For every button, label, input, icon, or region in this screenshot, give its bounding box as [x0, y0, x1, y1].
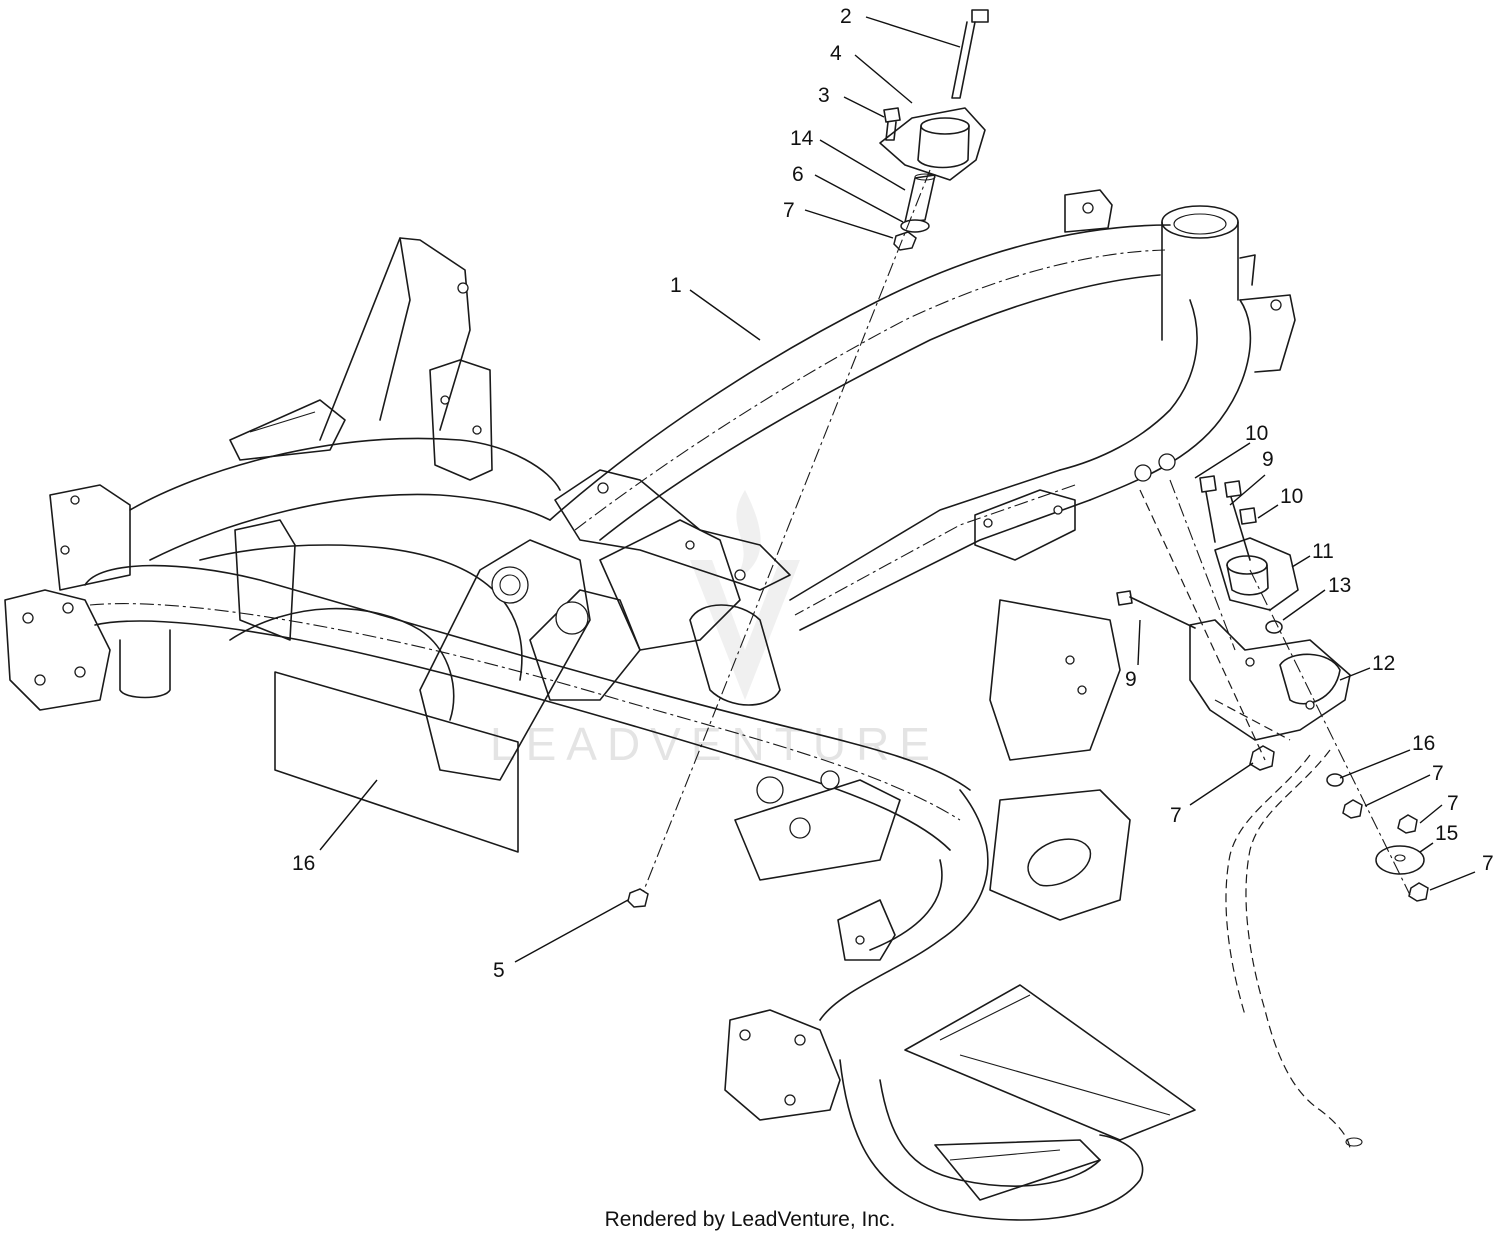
callout-4: 4: [830, 42, 842, 65]
watermark-text: LEADVENTURE: [490, 718, 940, 770]
callout-17: 16: [1412, 732, 1435, 755]
callout-7-bottom: 7: [1482, 852, 1494, 875]
watermark: LEADVENTURE: [490, 490, 940, 770]
callout-16-label: 16: [292, 852, 315, 875]
callout-7-left: 7: [1170, 804, 1182, 827]
callout-5: 5: [493, 959, 505, 982]
callouts: 2 4 3 14 6 7 1 10 9 10 11 13 9 12 16 7 7: [292, 5, 1494, 982]
callout-1: 1: [670, 274, 682, 297]
callout-2: 2: [840, 5, 852, 28]
callout-7-stack-b: 7: [1447, 792, 1459, 815]
callout-10-upper: 10: [1245, 422, 1268, 445]
callout-13: 13: [1328, 574, 1351, 597]
rear-mount-stack: [1116, 475, 1429, 1151]
footer-credit: Rendered by LeadVenture, Inc.: [604, 1208, 896, 1231]
watermark-logo: [690, 560, 800, 700]
callout-11: 11: [1312, 540, 1334, 563]
callout-6: 6: [792, 163, 804, 186]
main-frame: [4, 189, 1296, 1221]
callout-15: 15: [1435, 822, 1458, 845]
watermark-flame: [735, 490, 761, 580]
callout-3: 3: [818, 84, 830, 107]
callout-10-lower: 10: [1280, 485, 1303, 508]
callout-14: 14: [790, 127, 814, 150]
callout-7-stack-a: 7: [1432, 762, 1444, 785]
callout-7: 7: [783, 199, 795, 222]
front-mount-stack: [627, 9, 989, 908]
callout-9-upper: 9: [1262, 448, 1274, 471]
callout-12: 12: [1372, 652, 1395, 675]
callout-9-lower: 9: [1125, 668, 1137, 691]
